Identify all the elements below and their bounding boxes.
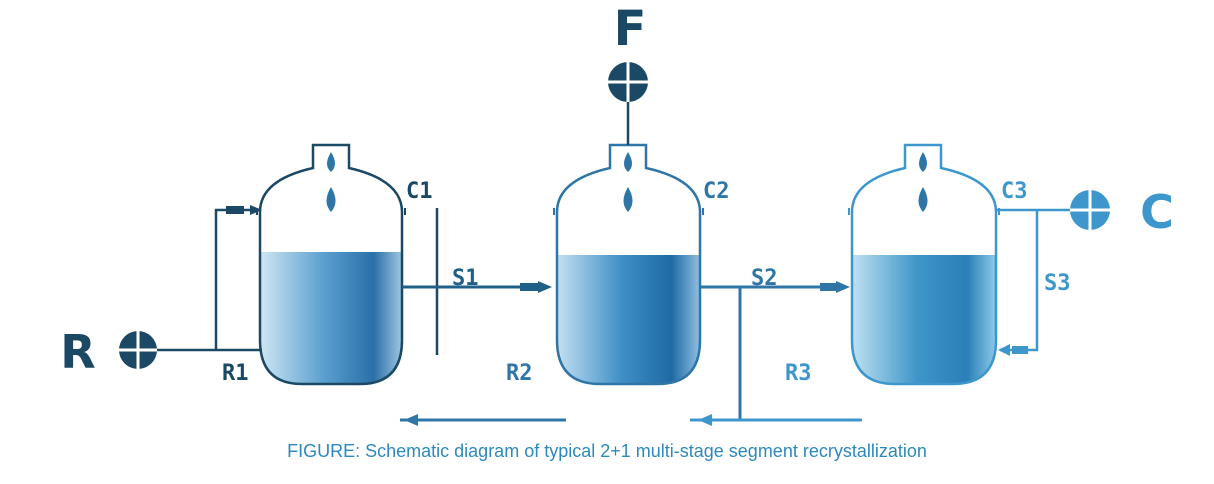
pipe-r1-recycle — [214, 208, 250, 350]
vessel-2 — [553, 143, 704, 386]
recrystallization-diagram: F R C C1 S1 R1 C2 S2 R2 C3 S3 R3 — [60, 1, 1174, 426]
label-c2: C2 — [703, 179, 730, 204]
valve-r-icon — [119, 331, 157, 369]
label-r1: R1 — [222, 361, 249, 386]
pipe-s3-recycle — [1000, 210, 1039, 352]
drop-icon — [918, 187, 928, 212]
label-c1: C1 — [406, 179, 433, 204]
arrow-icon — [538, 281, 552, 293]
drop-icon — [326, 187, 336, 212]
arrow-icon — [836, 281, 850, 293]
vessel-3-body — [850, 143, 998, 386]
vessel-2-body — [555, 143, 702, 386]
vessel-3 — [848, 143, 1000, 386]
arrow-icon — [698, 414, 712, 426]
label-c: C — [1140, 185, 1174, 239]
drop-icon — [623, 187, 633, 212]
drop-icon — [919, 152, 927, 172]
vessel-1 — [256, 143, 406, 386]
label-s2: S2 — [751, 266, 778, 291]
valve-c-icon — [1070, 190, 1110, 230]
vessel-3-liquid — [852, 255, 996, 384]
label-r2: R2 — [506, 361, 533, 386]
label-c3: C3 — [1001, 179, 1028, 204]
label-r: R — [60, 325, 95, 379]
vessel-1-liquid — [260, 252, 402, 384]
label-f: F — [614, 1, 647, 57]
valve-f-icon — [608, 62, 648, 102]
label-s1: S1 — [452, 266, 479, 291]
vessel-2-liquid — [557, 255, 700, 384]
drop-icon — [327, 152, 335, 172]
label-s3: S3 — [1044, 271, 1071, 296]
label-r3: R3 — [785, 361, 812, 386]
arrow-icon — [250, 205, 262, 215]
figure-caption: FIGURE: Schematic diagram of typical 2+1… — [287, 441, 927, 461]
drop-icon — [624, 152, 632, 172]
vessel-1-body — [258, 143, 404, 386]
arrow-icon — [998, 344, 1010, 356]
arrow-icon — [404, 414, 418, 426]
pipes — [138, 102, 1082, 426]
